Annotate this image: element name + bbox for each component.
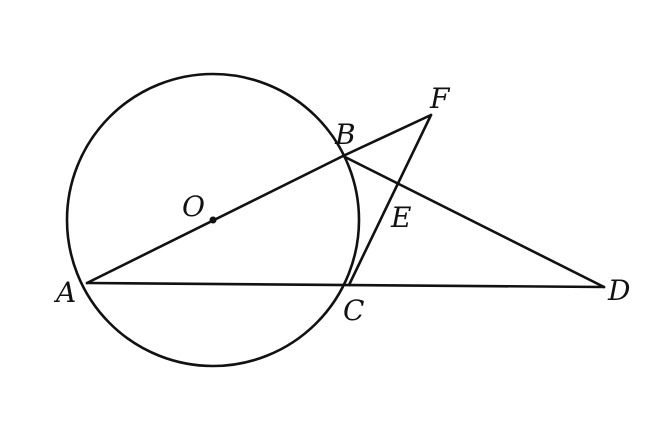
label-point-b: B bbox=[334, 118, 356, 151]
label-point-f: F bbox=[429, 82, 451, 115]
label-point-a: A bbox=[53, 276, 76, 309]
label-point-o: O bbox=[182, 190, 205, 223]
segment-b-d bbox=[341, 154, 606, 289]
circle-o bbox=[65, 72, 361, 368]
center-point-o bbox=[209, 216, 217, 224]
label-point-d: D bbox=[607, 274, 630, 307]
segment-a-d bbox=[85, 281, 606, 289]
segment-f-c bbox=[347, 113, 433, 287]
label-point-e: E bbox=[390, 201, 411, 234]
segment-b-f bbox=[341, 113, 433, 158]
label-point-c: C bbox=[343, 294, 364, 327]
